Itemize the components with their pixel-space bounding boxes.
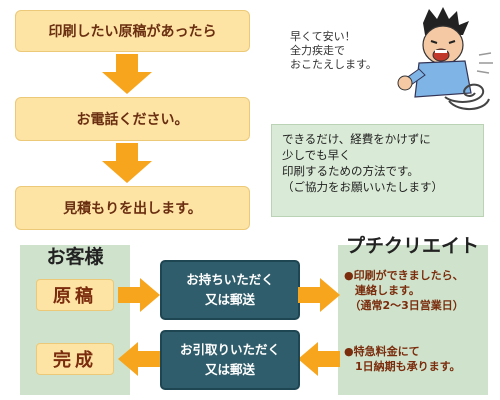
finished-text: 完成 <box>53 350 97 371</box>
manuscript-label: 原稿 <box>36 279 114 311</box>
arrow-right-icon <box>118 278 160 312</box>
flow-step-1: 印刷したい原稿があったら <box>15 10 250 52</box>
flow-step-1-text: 印刷したい原稿があったら <box>48 24 217 40</box>
arrow-left-icon <box>298 342 340 376</box>
note-box: できるだけ、経費をかけずに 少しでも早く 印刷するための方法です。 （ご協力をお… <box>271 124 484 217</box>
flow-step-2: お電話ください。 <box>15 97 250 141</box>
flow-step-3: 見積もりを出します。 <box>15 186 250 230</box>
arrow-right-icon <box>298 278 340 312</box>
flow-step-3-text: 見積もりを出します。 <box>63 201 202 217</box>
bring-or-mail-box: お持ちいただく 又は郵送 <box>160 260 300 320</box>
manuscript-text: 原稿 <box>53 286 97 307</box>
company-panel <box>338 245 488 395</box>
flow-step-2-text: お電話ください。 <box>76 112 189 128</box>
customer-title: お客様 <box>46 246 104 268</box>
arrow-down-icon <box>102 54 152 94</box>
arrow-down-icon <box>102 143 152 183</box>
running-man-illustration <box>397 7 493 110</box>
finished-label: 完成 <box>36 343 114 375</box>
arrow-left-icon <box>118 342 160 376</box>
pickup-or-mail-box: お引取りいただく 又は郵送 <box>160 330 300 390</box>
company-info-1: ●印刷ができましたら、 連絡します。 （通常2〜3日営業日） <box>344 269 464 312</box>
speech-text: 早くて安い！ 全力疾走で おこたえします。 <box>290 30 377 71</box>
company-info-2: ●特急料金にて 1日納期も承ります。 <box>344 345 461 373</box>
company-title: プチクリエイト <box>345 235 479 257</box>
